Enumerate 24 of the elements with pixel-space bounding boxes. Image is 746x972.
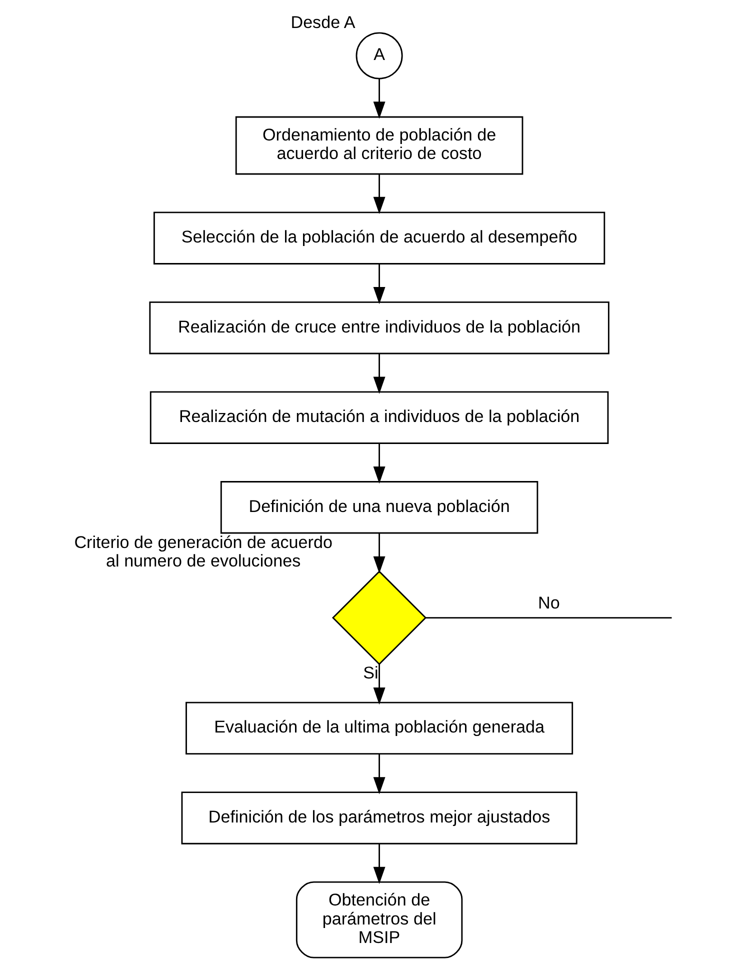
arrow [372, 533, 385, 574]
arrow [372, 444, 385, 484]
arrow [372, 844, 385, 884]
arrow [372, 354, 385, 394]
node-diamond [331, 570, 426, 666]
edge-label: No [538, 594, 560, 613]
arrow [372, 664, 385, 705]
node-box: Selección de la población de acuerdo al desempeño [152, 212, 605, 264]
arrow [372, 754, 385, 794]
node-box: Realización de cruce entre individuos de la población [148, 302, 609, 354]
arrow [372, 264, 385, 304]
node-box: Definición de una nueva población [220, 481, 538, 534]
node-box: Ordenamiento de población de acuerdo al criterio de costo [234, 116, 523, 175]
node-box: Evaluación de la ultima población generada [185, 702, 573, 755]
connector [425, 617, 672, 618]
node-box: Definición de los parámetros mejor ajustados [180, 792, 577, 844]
node-label: Criterio de generación de acuerdo al numero de evoluciones [74, 533, 332, 571]
node-box: Realización de mutación a individuos de la población [149, 391, 608, 444]
node-box: Obtención de parámetros del MSIP [295, 881, 462, 958]
edge-label: Si [362, 663, 378, 682]
node-circle: A [355, 32, 402, 80]
arrow [372, 78, 385, 119]
node-label: Desde A [290, 13, 355, 32]
arrow [372, 174, 385, 214]
